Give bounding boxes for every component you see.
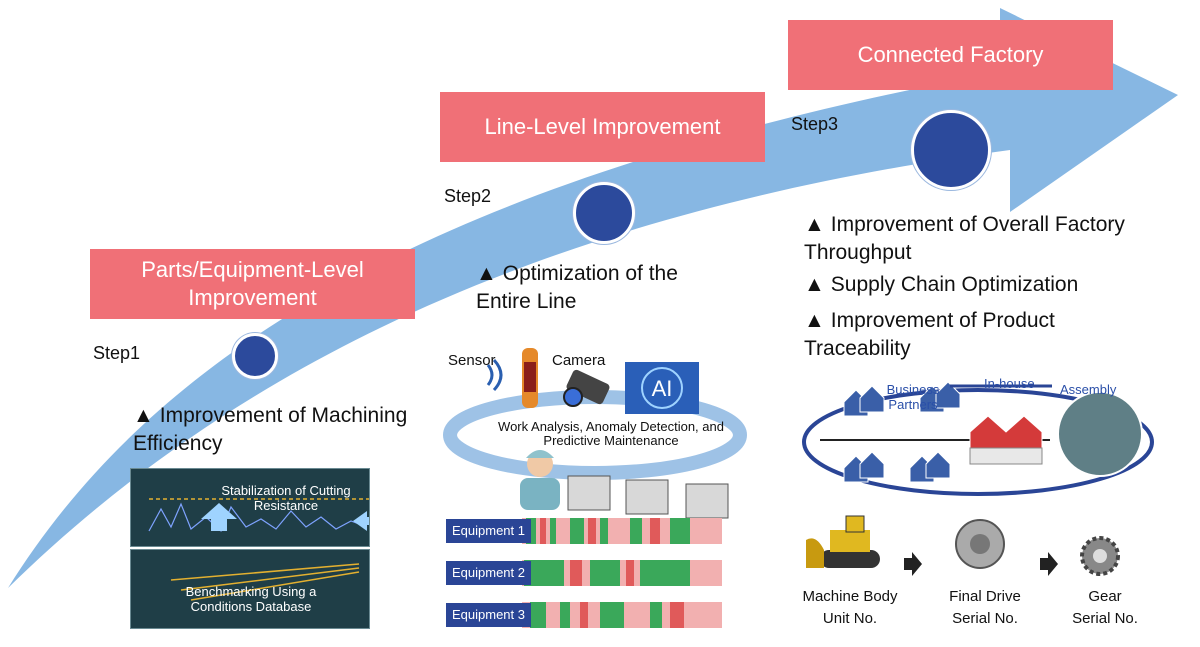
in-house-label: In-house — [984, 376, 1035, 391]
step-3-bullet-2-text: Supply Chain Optimization — [830, 273, 1079, 296]
step-3-bullet-1: ▲Improvement of Overall Factory Throughp… — [804, 211, 1194, 267]
step-1-label: Step1 — [93, 343, 141, 363]
traceability-graphics — [806, 515, 1120, 576]
triangle-bullet-icon: ▲ — [133, 404, 154, 427]
equipment-2-label: Equipment 2 — [446, 561, 531, 585]
step-2-bullet-text: Optimization of the Entire Line — [476, 262, 678, 313]
factory-icon — [969, 415, 1043, 465]
worker-icon — [520, 450, 560, 510]
trace-gear-line2: Serial No. — [1072, 610, 1138, 627]
stage-3-title: Connected Factory — [788, 20, 1113, 90]
trace-machine-body: Machine Body Unit No. — [795, 586, 905, 630]
trace-machine-body-line1: Machine Body — [802, 588, 898, 605]
step-1-dot — [232, 333, 278, 379]
arrow-right-icon — [1040, 552, 1058, 576]
final-drive-icon — [955, 519, 1005, 569]
trace-gear: Gear Serial No. — [1050, 586, 1160, 630]
step-3-label: Step3 — [791, 114, 839, 134]
step-3-bullet-3: ▲Improvement of Product Traceability — [804, 307, 1134, 363]
triangle-bullet-icon: ▲ — [804, 309, 825, 332]
trace-final-drive: Final Drive Serial No. — [930, 586, 1040, 630]
assembly-icon — [1057, 391, 1143, 477]
house-icon — [843, 381, 961, 483]
machine-icon — [567, 475, 729, 519]
equipment-1-label: Equipment 1 — [446, 519, 531, 543]
triangle-bullet-icon: ▲ — [804, 213, 825, 236]
supply-chain-graphics — [802, 381, 1154, 496]
trace-final-drive-line1: Final Drive — [949, 588, 1021, 605]
cutting-resistance-chart-panel: Stabilization of Cutting Resistance — [130, 468, 370, 547]
stage-3-title-text: Connected Factory — [857, 42, 1044, 67]
ai-label: AI — [651, 376, 673, 401]
ai-brain-icon — [625, 362, 699, 414]
trace-final-drive-line2: Serial No. — [952, 610, 1018, 627]
bulldozer-icon — [806, 515, 880, 568]
gantt-bars — [522, 518, 722, 628]
trace-machine-body-line2: Unit No. — [822, 610, 878, 627]
step-2-bullet: ▲Optimization of the Entire Line — [476, 260, 696, 316]
arrow-right-icon — [904, 552, 922, 576]
gear-icon — [1080, 536, 1120, 576]
step-3-dot — [911, 110, 991, 190]
triangle-bullet-icon: ▲ — [804, 273, 825, 296]
line-caption: Work Analysis, Anomaly Detection, and Pr… — [498, 419, 724, 448]
step-3-bullet-3-text: Improvement of Product Traceability — [804, 309, 1055, 360]
benchmarking-caption: Benchmarking Using a Conditions Database — [185, 584, 317, 614]
stage-1-title: Parts/Equipment-Level Improvement — [90, 249, 415, 319]
step-1-bullet-text: Improvement of Machining Efficiency — [133, 404, 408, 455]
stage-1-title-text: Parts/Equipment-Level Improvement — [141, 257, 364, 310]
line-figure-graphics — [443, 348, 747, 628]
sensor-icon — [486, 348, 538, 408]
stage-2-title-text: Line-Level Improvement — [484, 114, 721, 139]
benchmark-arrows-icon — [170, 563, 360, 601]
trace-gear-line1: Gear — [1088, 588, 1122, 605]
camera-icon — [563, 369, 610, 407]
business-partners-label: Business Partners — [886, 382, 940, 412]
benchmarking-chart-panel: Benchmarking Using a Conditions Database — [130, 549, 370, 629]
stabilization-caption: Stabilization of Cutting Resistance — [221, 483, 351, 513]
assembly-label: Assembly — [1060, 382, 1117, 397]
sensor-label: Sensor — [448, 352, 496, 369]
step-3-bullet-1-text: Improvement of Overall Factory Throughpu… — [804, 213, 1125, 264]
step-1-bullet: ▲Improvement of Machining Efficiency — [133, 402, 408, 458]
camera-label: Camera — [552, 352, 606, 369]
equipment-3-label: Equipment 3 — [446, 603, 531, 627]
triangle-bullet-icon: ▲ — [476, 262, 497, 285]
step-3-bullet-2: ▲Supply Chain Optimization — [804, 271, 1194, 299]
step-2-dot — [573, 182, 635, 244]
resistance-waveform-icon — [148, 498, 369, 533]
line-monitoring-figure: Sensor Camera AI Work Analysis, Anomaly … — [440, 340, 750, 635]
stage-2-title: Line-Level Improvement — [440, 92, 765, 162]
supply-chain-figure: Business Partners In-house Assembly — [800, 372, 1160, 502]
step-2-label: Step2 — [444, 186, 492, 206]
